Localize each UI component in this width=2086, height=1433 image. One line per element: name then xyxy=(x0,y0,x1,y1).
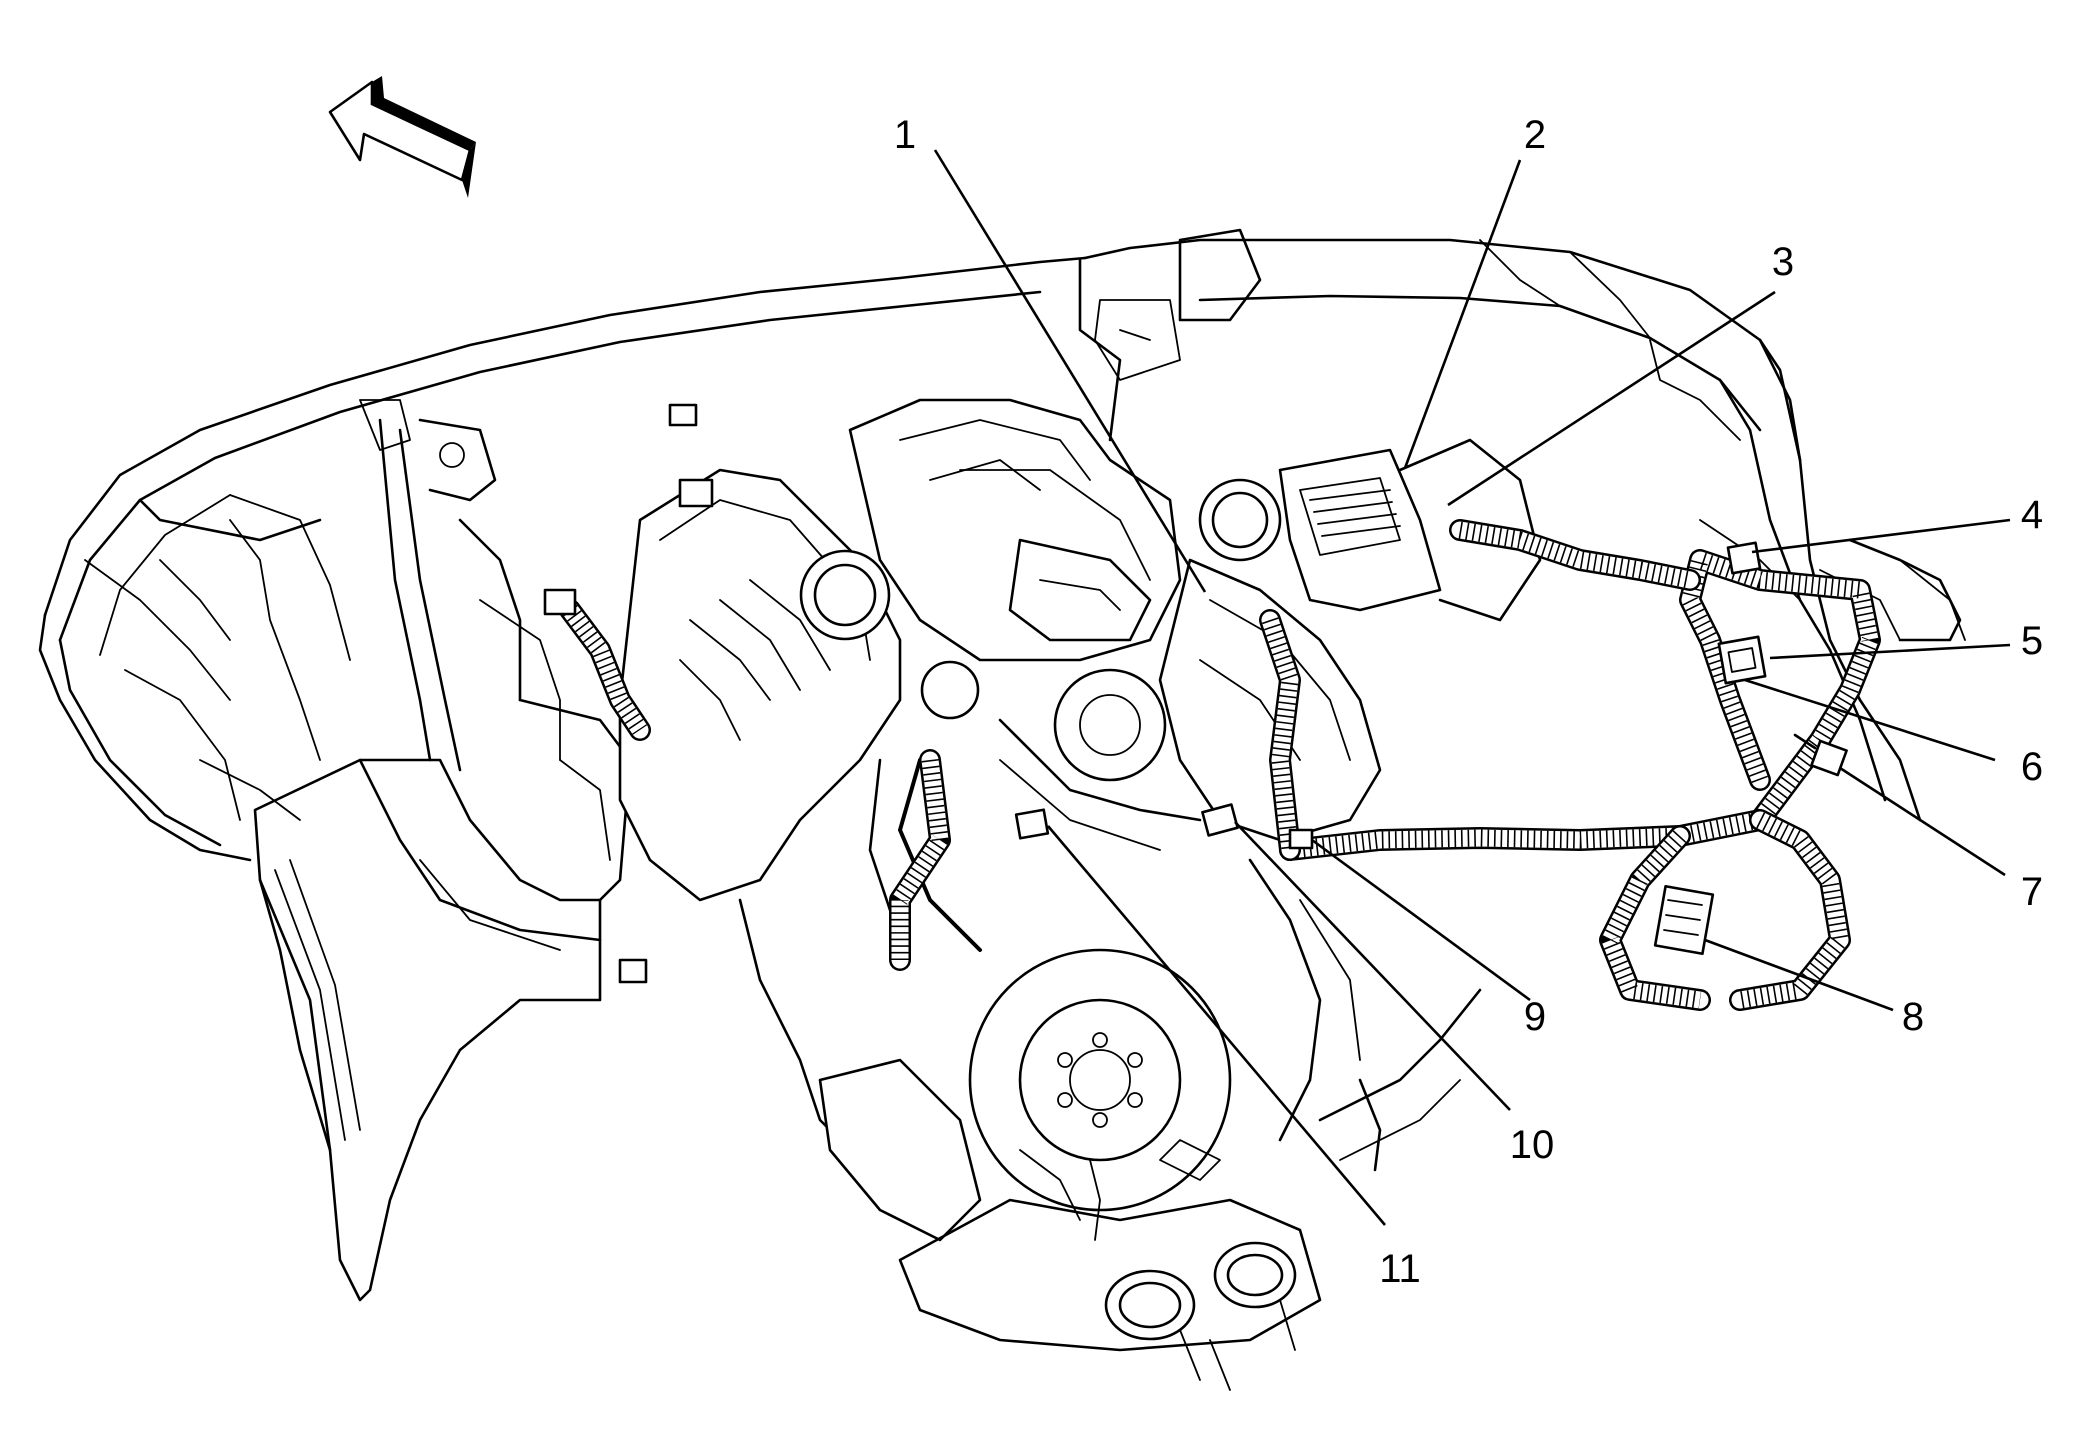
callout-9: 9 xyxy=(1524,995,1546,1039)
harness-connectors xyxy=(543,403,1848,984)
front-body-shell xyxy=(38,238,1966,862)
left-radiator-support xyxy=(159,399,632,1302)
callout-labels: 1 2 3 4 5 6 7 8 9 10 11 xyxy=(894,113,2043,1291)
callout-5: 5 xyxy=(2021,619,2043,663)
engine-assembly xyxy=(618,398,1482,1391)
callout-10: 10 xyxy=(1510,1123,1555,1167)
callout-8: 8 xyxy=(1902,995,1924,1039)
callout-11: 11 xyxy=(1379,1247,1421,1291)
front-direction-arrow-icon xyxy=(328,76,476,198)
callout-leader-lines xyxy=(933,149,2011,1226)
ecm-module-area xyxy=(1078,228,1542,622)
callout-6: 6 xyxy=(2021,745,2043,789)
callout-1: 1 xyxy=(894,113,916,157)
callout-3: 3 xyxy=(1772,240,1794,284)
callout-4: 4 xyxy=(2021,493,2043,537)
callout-7: 7 xyxy=(2021,870,2043,914)
callout-2: 2 xyxy=(1524,113,1546,157)
